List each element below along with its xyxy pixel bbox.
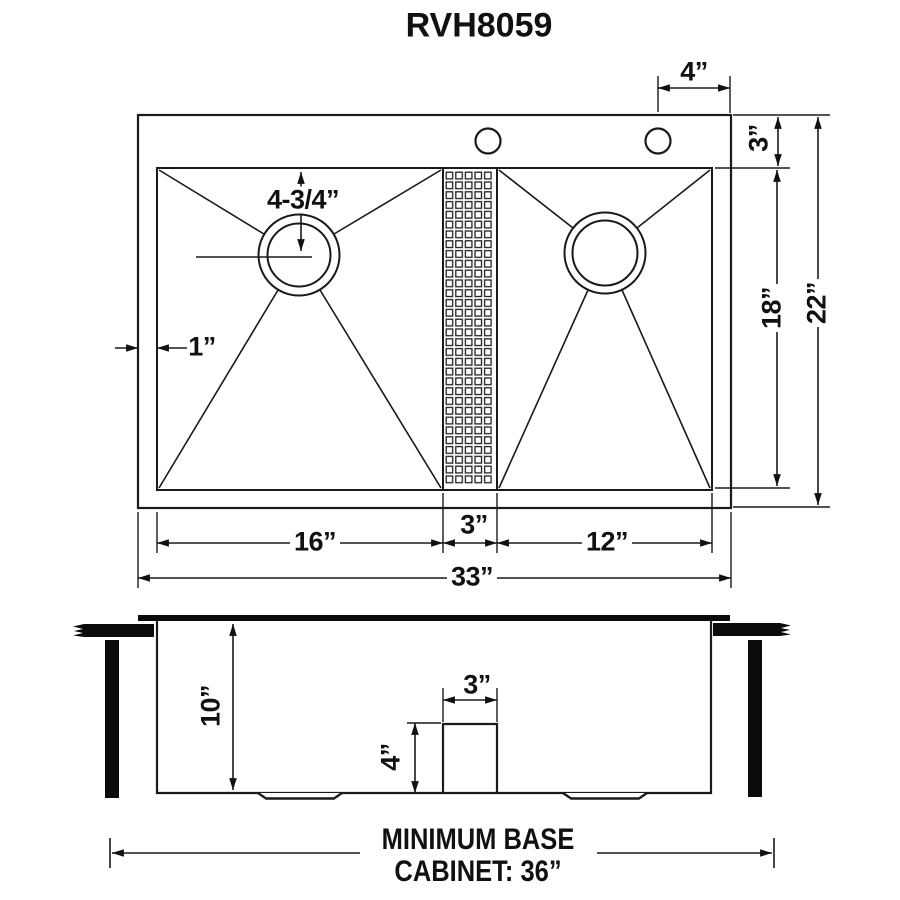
ext-lines-divider-front	[442, 688, 498, 722]
faucet-hole-right	[644, 127, 672, 155]
dim-label-faucet-offset: 4”	[680, 56, 708, 87]
dim-label-divider-width-front: 3”	[463, 669, 491, 700]
dim-label-rim-width: 1”	[188, 331, 216, 362]
left-bowl-slope-lines	[158, 169, 442, 489]
divider-wall-front	[441, 722, 499, 793]
countertop-left	[73, 624, 154, 637]
cabinet-note-line1: MINIMUM BASE	[374, 823, 582, 857]
dim-label-left-bowl-width: 16”	[289, 528, 341, 556]
dim-label-bowl-front-to-back: 18”	[757, 283, 787, 333]
dim-label-overall-width: 33”	[446, 563, 498, 591]
dim-label-overall-front-to-back: 22”	[802, 278, 832, 328]
dim-label-divider-height: 4”	[375, 743, 406, 771]
dim-label-drain-offset: 4-3/4”	[262, 186, 344, 214]
front-view	[73, 615, 791, 800]
dim-label-rear-deck: 3”	[743, 124, 774, 152]
cabinet-wall-right	[748, 640, 762, 797]
drain-right	[563, 211, 647, 295]
sink-body-outline	[155, 621, 713, 795]
right-bowl-slope-lines	[498, 169, 711, 489]
countertop-right	[713, 623, 791, 636]
ext-lines-faucet	[657, 76, 731, 113]
ext-lines-bottom	[137, 493, 732, 588]
divider-edges	[442, 168, 498, 490]
dim-label-divider-width-top: 3”	[460, 509, 488, 540]
bowl-area-outline	[156, 167, 713, 491]
outer-rim-outline	[136, 113, 733, 510]
cabinet-note-line2: CABINET: 36”	[387, 855, 569, 889]
cabinet-dim-ticks	[109, 838, 775, 868]
drain-recess-left	[257, 792, 343, 800]
sink-rim-front	[138, 615, 730, 621]
cabinet-wall-left	[105, 640, 119, 798]
drain-left	[257, 213, 341, 297]
top-view	[136, 113, 733, 510]
product-title: RVH8059	[405, 6, 553, 45]
dim-label-right-bowl-width: 12”	[581, 528, 633, 556]
ext-lines-right	[715, 114, 830, 508]
faucet-hole-left	[474, 127, 502, 155]
front-view-dimensions	[109, 624, 775, 868]
divider-perforated-strip	[445, 171, 493, 484]
drain-recess-right	[562, 792, 648, 800]
dim-label-bowl-depth: 10”	[196, 681, 226, 731]
